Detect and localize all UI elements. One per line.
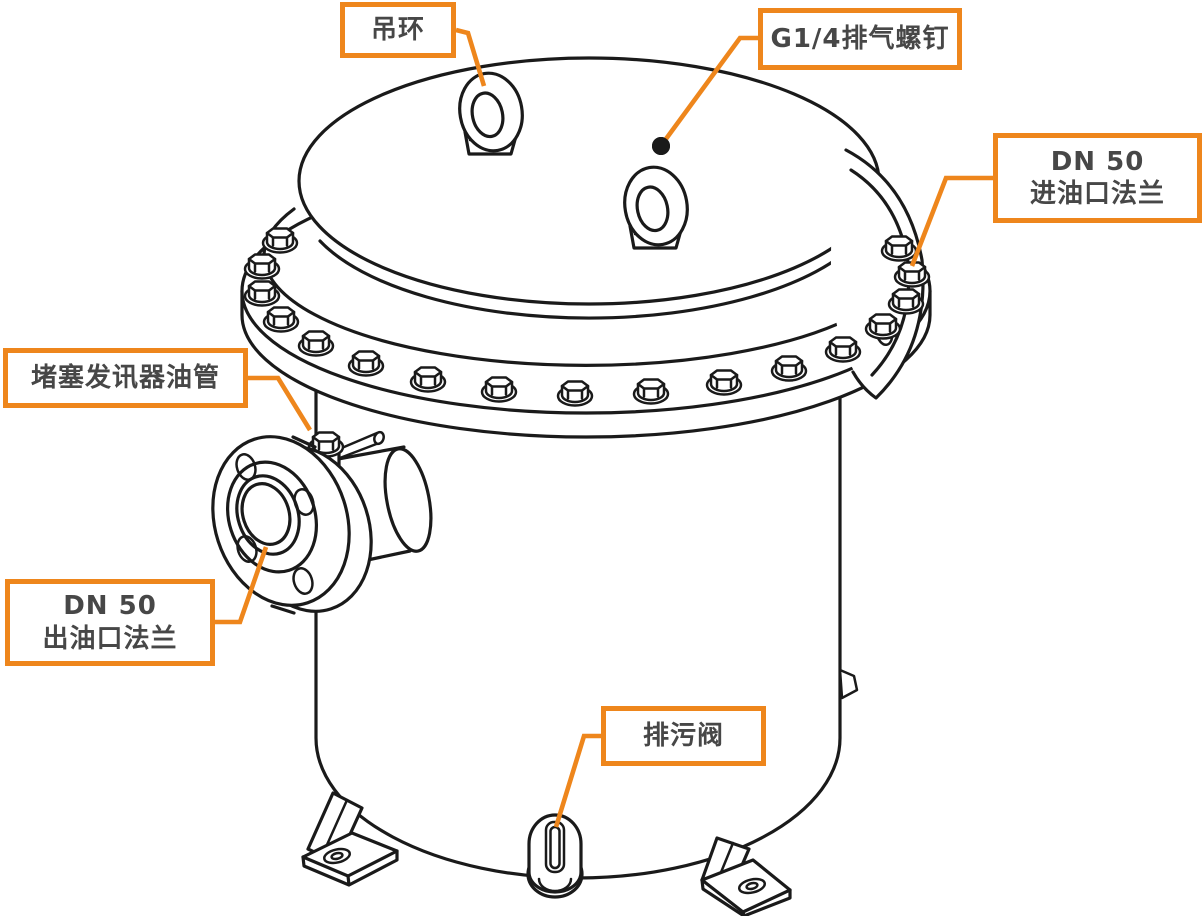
leader-outlet-flange [214,546,269,625]
cover-lid [297,56,881,320]
callout-text: DN 50 [1050,146,1145,177]
callout-text: 进油口法兰 [1029,179,1165,209]
leader-lifting-ring [455,27,487,87]
mounting-foot-left [301,791,399,887]
drain-valve [526,813,584,899]
callout-clog-indicator-pipe: 堵塞发讯器油管 [3,348,248,408]
callout-inlet-flange: DN 50 进油口法兰 [993,133,1202,223]
callout-text: 吊环 [370,14,425,45]
leader-inlet-flange [909,175,993,267]
callout-outlet-flange: DN 50 出油口法兰 [5,579,215,666]
callout-lifting-ring: 吊环 [340,2,456,58]
callout-text: 出油口法兰 [42,623,178,654]
callout-text: G1/4排气螺钉 [770,23,950,54]
callout-text: 排污阀 [642,720,724,751]
vent-screw-marker [652,137,670,155]
callout-drain-valve: 排污阀 [601,706,766,766]
outlet-flange-disc [211,435,373,615]
leader-vent-screw [661,35,758,145]
callout-text: DN 50 [63,591,157,622]
outlet-flange-assembly [211,430,433,615]
callout-text: 堵塞发讯器油管 [30,362,220,393]
callout-vent-screw: G1/4排气螺钉 [758,8,962,70]
inlet-flange [830,148,925,400]
mounting-foot-right [700,836,792,916]
rear-foot-tab [838,668,859,700]
leader-clog-indicator-pipe [248,375,312,432]
leader-drain-valve [553,733,601,828]
